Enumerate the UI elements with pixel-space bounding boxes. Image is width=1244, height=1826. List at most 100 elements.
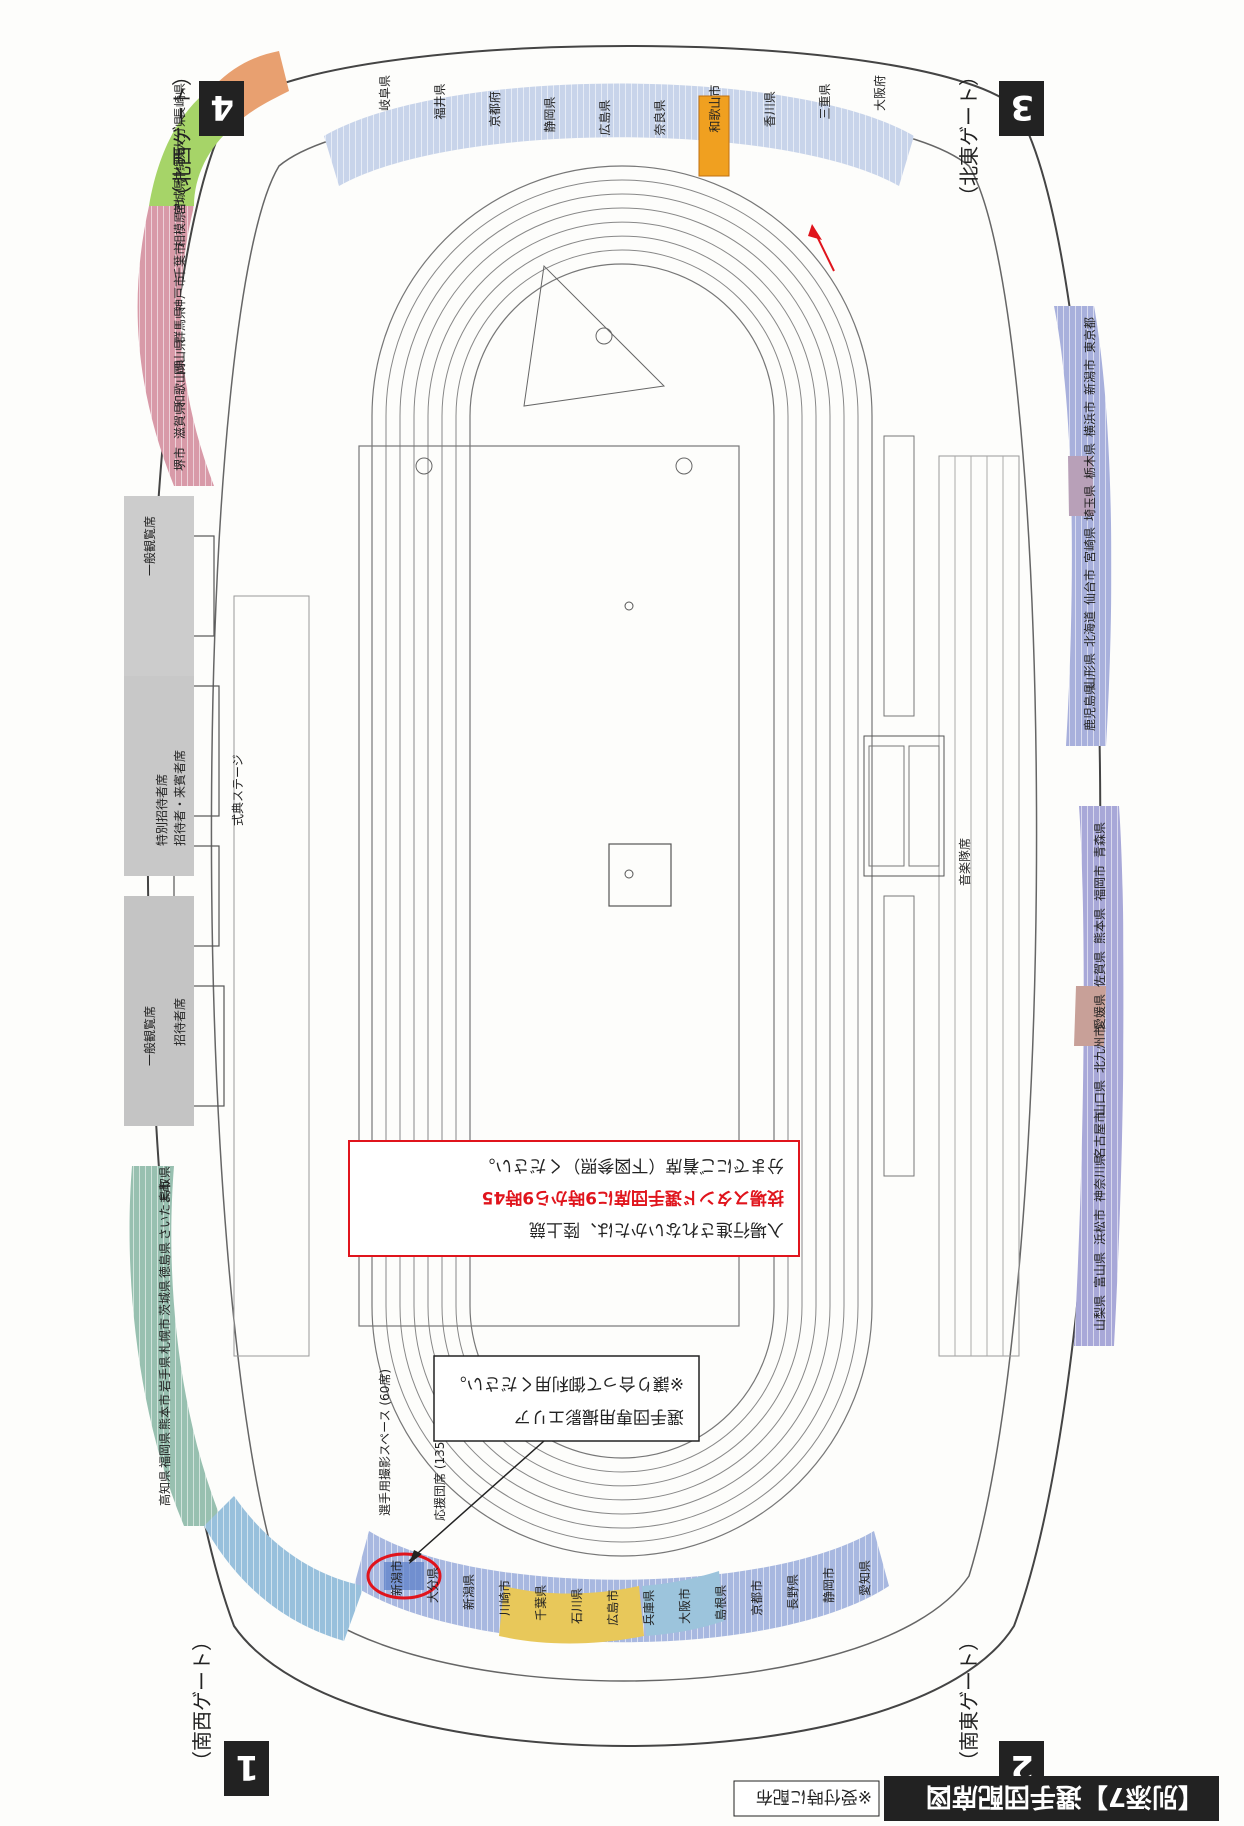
gate-1-name: （南西ゲート） xyxy=(190,1631,214,1771)
photo-area-marker: 選手用撮影スペース (60席) 応援団席 (135席) xyxy=(366,1369,447,1600)
gate-2-name: （南東ゲート） xyxy=(957,1631,981,1771)
ceremony-stage-label: 式典ステージ xyxy=(231,754,245,826)
band-block: 音楽隊席 xyxy=(863,435,972,1177)
section-label-right_upper-0: 堺市 xyxy=(172,447,187,471)
section-label-left_lower-0: 鹿児島県 xyxy=(1082,683,1097,731)
section-label-top_arc-8: 石川県 xyxy=(570,1588,584,1624)
photo-callout-line1: 選手団専用撮影エリア xyxy=(514,1406,684,1426)
photo-callout: 選手団専用撮影エリア ※譲り合って御利用ください。 xyxy=(408,1355,700,1564)
section-label-left_upper-7: 愛媛県 xyxy=(1093,994,1107,1030)
section-label-top_arc-9: 千葉県 xyxy=(534,1585,548,1621)
section-label-left_lower-2: 北海道 xyxy=(1082,611,1097,647)
section-label-left_upper-4: 名古屋市 xyxy=(1092,1111,1107,1159)
section-label-right_upper-7: 相模原市 xyxy=(172,199,187,247)
section-label-left_upper-2: 浜松市 xyxy=(1092,1209,1107,1245)
section-label-right_upper-11: 長崎県 xyxy=(173,83,187,119)
section-label-top_arc-6: 兵庫県 xyxy=(642,1590,656,1626)
section-label-right_lower-8: 鳥取県 xyxy=(157,1166,172,1202)
section-label-right_lower-4: 札幌市 xyxy=(157,1318,172,1354)
section-label-bottom_arc-2: 香川県 xyxy=(763,91,777,127)
section-label-left_lower-9: 東京都 xyxy=(1083,317,1097,353)
guest-seat-label: 招待者・来賓者席 xyxy=(172,750,187,846)
section-label-left_lower-6: 栃木県 xyxy=(1083,443,1097,479)
section-label-top_arc-13: 新潟市 xyxy=(389,1560,404,1596)
section-label-left_upper-6: 北九州市 xyxy=(1092,1025,1107,1073)
section-label-right_upper-2: 和歌山県 xyxy=(172,359,187,407)
notice-line3: 分までにご着席（下図参照）ください。 xyxy=(478,1155,784,1175)
section-label-top_arc-12: 大分県 xyxy=(426,1567,440,1603)
section-label-bottom_arc-3: 和歌山市 xyxy=(707,85,722,133)
section-label-left_lower-5: 埼玉県 xyxy=(1083,485,1097,521)
stadium-outline xyxy=(146,45,1102,1747)
section-label-right_lower-6: 徳島県 xyxy=(157,1242,172,1278)
invite-seat-label: 招待者席 xyxy=(172,998,187,1046)
general-seat-1-label: 一般観覧席 xyxy=(142,1006,157,1066)
general-seat-2-label: 一般観覧席 xyxy=(142,516,157,576)
section-label-top_arc-7: 広島市 xyxy=(605,1590,620,1626)
section-label-left_lower-8: 新潟市 xyxy=(1082,359,1097,395)
section-label-left_upper-3: 神奈川県 xyxy=(1093,1154,1107,1202)
notice-line2: 技場スタンド選手団席に9時から9時45 xyxy=(482,1187,784,1208)
section-label-right_lower-0: 高知県 xyxy=(157,1470,172,1506)
section-label-top_arc-10: 川崎市 xyxy=(497,1580,512,1616)
section-label-right_lower-7: さいたま市 xyxy=(157,1180,172,1240)
section-label-bottom_arc-6: 静岡県 xyxy=(543,97,557,133)
section-label-left_upper-9: 熊本県 xyxy=(1092,908,1107,944)
entry-notice-callout: 入場行進されないかたは、陸上競 技場スタンド選手団席に9時から9時45 分までに… xyxy=(348,1140,800,1257)
section-label-top_arc-11: 新潟県 xyxy=(461,1574,476,1610)
section-label-bottom_arc-8: 福井県 xyxy=(432,84,447,120)
notice-line1: 入場行進されないかたは、陸上競 xyxy=(529,1219,784,1239)
vip-seat-label: 特別招待者席 xyxy=(154,774,169,846)
section-label-left_upper-5: 山口県 xyxy=(1093,1080,1107,1116)
north-stand xyxy=(324,83,914,186)
section-label-bottom_arc-0: 大阪府 xyxy=(872,75,887,111)
section-labels: 大阪府三重県香川県和歌山市奈良県広島県静岡県京都府福井県岐阜県愛知県静岡市長野県… xyxy=(157,75,1107,1626)
section-label-bottom_arc-9: 岐阜県 xyxy=(378,75,392,111)
gate-3-number: 3 xyxy=(1010,87,1034,127)
section-label-top_arc-1: 静岡市 xyxy=(821,1567,836,1603)
page-title: 【別添7】選手団配席図 xyxy=(926,1781,1204,1812)
section-label-right_upper-5: 神戸市 xyxy=(172,275,187,311)
straightaway xyxy=(233,455,1020,1357)
gate-3: 3 （北東ゲート） xyxy=(957,66,1044,206)
gate-4-name: （北西ゲート） xyxy=(170,66,194,206)
section-label-top_arc-2: 長野県 xyxy=(786,1574,800,1610)
gate-4-number: 4 xyxy=(210,87,234,127)
highlight-arrow xyxy=(808,224,835,272)
section-label-left_lower-3: 仙台市 xyxy=(1082,569,1097,605)
running-track xyxy=(358,165,873,1557)
section-label-bottom_arc-4: 奈良県 xyxy=(652,100,667,136)
section-label-right_upper-8: 宮城県 xyxy=(172,179,187,215)
section-label-left_upper-8: 佐賀県 xyxy=(1093,951,1107,987)
section-label-right_upper-6: 千葉市 xyxy=(172,243,187,279)
gate-4: 4 （北西ゲート） xyxy=(170,66,244,206)
section-label-right_upper-10: 大分県 xyxy=(173,115,187,151)
section-label-left_lower-7: 横浜市 xyxy=(1082,401,1097,437)
section-label-top_arc-4: 島根県 xyxy=(713,1585,728,1621)
west-stand: 一般観覧席 一般観覧席 招待者・来賓者席 特別招待者席 招待者席 xyxy=(124,51,289,1526)
section-label-right_lower-2: 熊本市 xyxy=(157,1394,172,1430)
section-label-left_upper-0: 山梨県 xyxy=(1093,1295,1107,1331)
section-label-right_lower-1: 福岡県 xyxy=(157,1432,172,1468)
section-label-right_upper-3: 岡山県 xyxy=(173,339,187,375)
header-note: ※受付時に配布 xyxy=(756,1786,872,1806)
section-label-bottom_arc-1: 三重県 xyxy=(818,84,832,120)
section-label-left_upper-10: 福岡市 xyxy=(1092,865,1107,901)
southwest-stand xyxy=(204,1496,364,1641)
section-label-right_upper-1: 滋賀県 xyxy=(173,403,187,439)
gate-3-name: （北東ゲート） xyxy=(957,66,981,206)
gate-1: 1 （南西ゲート） xyxy=(190,1631,269,1796)
section-label-left_upper-11: 青森県 xyxy=(1092,822,1107,858)
south-stand xyxy=(354,1531,889,1644)
photo-callout-line2: ※譲り合って御利用ください。 xyxy=(450,1373,684,1393)
section-label-top_arc-5: 大阪市 xyxy=(677,1588,692,1624)
cheer-seats-label: 応援団席 (135席) xyxy=(432,1425,447,1521)
section-label-right_lower-5: 茨城県 xyxy=(158,1280,172,1316)
section-label-right_upper-4: 群馬県 xyxy=(173,307,187,343)
header: 【別添7】選手団配席図 ※受付時に配布 xyxy=(733,1776,1219,1821)
gate-1-number: 1 xyxy=(235,1747,259,1787)
section-label-top_arc-3: 京都市 xyxy=(749,1580,764,1616)
